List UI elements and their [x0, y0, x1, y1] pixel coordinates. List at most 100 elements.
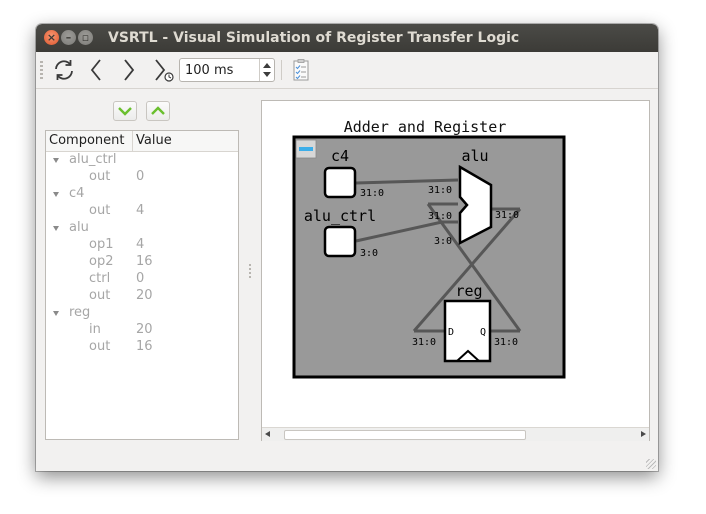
tree-row-name: out: [89, 288, 111, 303]
alu-in2-width: 31:0: [428, 211, 452, 222]
window-title: VSRTL - Visual Simulation of Register Tr…: [108, 30, 520, 46]
refresh-icon: [55, 60, 73, 80]
tree-row-alu-out[interactable]: out 20: [46, 288, 238, 305]
reset-button[interactable]: [51, 57, 77, 83]
tree-row-name: ctrl: [89, 271, 111, 286]
tree-row-name: c4: [69, 186, 85, 201]
tree-row-alu-ctrl-port[interactable]: ctrl 0: [46, 271, 238, 288]
alu-in1-width: 31:0: [428, 185, 452, 196]
alu-ctrl-width: 3:0: [434, 236, 452, 247]
title-bar: × – ▫ VSRTL - Visual Simulation of Regis…: [36, 24, 658, 52]
tree-row-name: alu: [69, 220, 89, 235]
toolbar-separator: [281, 60, 282, 80]
tree-row-name: out: [89, 339, 111, 354]
auto-clock-button[interactable]: [149, 57, 175, 83]
tree-row-value: 0: [136, 271, 145, 286]
tree-row-name: in: [89, 322, 101, 337]
c4-constant[interactable]: [323, 166, 357, 199]
tree-row-value: 20: [136, 288, 153, 303]
maximize-button[interactable]: ▫: [78, 30, 93, 45]
reg-q-label: Q: [480, 327, 486, 338]
expand-caret-icon[interactable]: [53, 192, 59, 197]
tree-row-name: reg: [69, 305, 91, 320]
tree-row-value: 16: [136, 339, 153, 354]
wire-c4-alu: [355, 178, 459, 185]
expand-caret-icon[interactable]: [53, 158, 59, 163]
clock-triangle-icon: [454, 349, 482, 362]
tree-row-reg-out[interactable]: out 16: [46, 339, 238, 356]
tree-row-value: 16: [136, 254, 153, 269]
tree-row-reg-in[interactable]: in 20: [46, 322, 238, 339]
reverse-button[interactable]: [84, 57, 110, 83]
tree-row-name: alu_ctrl: [69, 152, 117, 167]
reg-out-width: 31:0: [494, 337, 518, 348]
tree-row-name: op2: [89, 254, 114, 269]
wire-reg-alu: [426, 203, 522, 332]
chevron-up-icon: [151, 106, 165, 115]
spin-down-icon[interactable]: [263, 72, 271, 77]
toolbar-grip[interactable]: [40, 61, 43, 79]
reg-label: reg: [455, 282, 482, 300]
chevron-right-icon: [124, 59, 135, 81]
chevron-down-icon: [118, 107, 132, 116]
spinbox-arrows[interactable]: [259, 59, 274, 81]
reg-in-width: 31:0: [412, 337, 436, 348]
panel-splitter[interactable]: [249, 264, 251, 278]
tree-row-alu-ctrl-out[interactable]: out 0: [46, 169, 238, 186]
clock-step-button[interactable]: [116, 57, 142, 83]
tree-row-c4-out[interactable]: out 4: [46, 203, 238, 220]
tree-row-alu-op1[interactable]: op1 4: [46, 237, 238, 254]
toolbar: 100 ms: [36, 52, 658, 89]
tree-row-c4[interactable]: c4: [46, 186, 238, 203]
alu-ctrl-port-width: 3:0: [360, 248, 378, 259]
alu-block[interactable]: [458, 164, 493, 246]
expand-all-button[interactable]: [113, 101, 137, 121]
tree-row-value: 4: [136, 237, 145, 252]
minus-icon: [299, 147, 313, 151]
tree-row-name: op1: [89, 237, 114, 252]
c4-label: c4: [331, 147, 349, 165]
wire-alu-reg: [412, 208, 522, 332]
wires: [355, 178, 522, 333]
expand-caret-icon[interactable]: [53, 311, 59, 316]
scroll-left-icon[interactable]: [265, 431, 270, 437]
c4-port-width: 31:0: [360, 188, 384, 199]
close-icon: ×: [46, 31, 57, 44]
tree-row-alu-op2[interactable]: op2 16: [46, 254, 238, 271]
tree-row-value: 20: [136, 322, 153, 337]
maximize-icon: ▫: [81, 31, 90, 44]
component-column-header[interactable]: Component: [49, 133, 125, 148]
tree-row-alu-ctrl[interactable]: alu_ctrl: [46, 152, 238, 169]
spin-up-icon[interactable]: [263, 63, 271, 68]
app-window: × – ▫ VSRTL - Visual Simulation of Regis…: [36, 24, 658, 471]
alu-ctrl-label: alu_ctrl: [304, 207, 376, 225]
value-column-header[interactable]: Value: [136, 133, 172, 148]
minimize-button[interactable]: –: [61, 30, 76, 45]
design-title: Adder and Register: [344, 118, 507, 136]
clock-interval-value: 100 ms: [185, 63, 234, 78]
alu-label: alu: [461, 147, 488, 165]
reg-d-label: D: [448, 327, 454, 338]
column-separator[interactable]: [132, 131, 133, 151]
scroll-right-icon[interactable]: [641, 431, 646, 437]
resize-grip[interactable]: [646, 459, 656, 469]
collapse-all-button[interactable]: [146, 101, 170, 121]
close-button[interactable]: ×: [44, 30, 59, 45]
component-tree[interactable]: Component Value alu_ctrl out 0 c4 out 4: [45, 130, 239, 440]
circuit-view[interactable]: Adder and Register c4 31:0 alu_ctrl 3:0: [261, 100, 650, 441]
chevron-right-clock-icon: [155, 59, 174, 82]
tree-row-name: out: [89, 169, 111, 184]
expand-caret-icon[interactable]: [53, 226, 59, 231]
checklist-button[interactable]: [288, 57, 314, 83]
alu-ctrl-constant[interactable]: [323, 225, 357, 258]
scrollbar-thumb[interactable]: [284, 430, 526, 440]
clock-interval-spinbox[interactable]: 100 ms: [179, 58, 275, 82]
tree-row-name: out: [89, 203, 111, 218]
tree-row-reg[interactable]: reg: [46, 305, 238, 322]
clipboard-checklist-icon: [293, 59, 309, 81]
tree-row-value: 4: [136, 203, 145, 218]
circuit-diagram[interactable]: Adder and Register c4 31:0 alu_ctrl 3:0: [262, 101, 649, 427]
tree-row-alu[interactable]: alu: [46, 220, 238, 237]
alu-out-width: 31:0: [495, 210, 519, 221]
horizontal-scrollbar[interactable]: [262, 427, 649, 441]
